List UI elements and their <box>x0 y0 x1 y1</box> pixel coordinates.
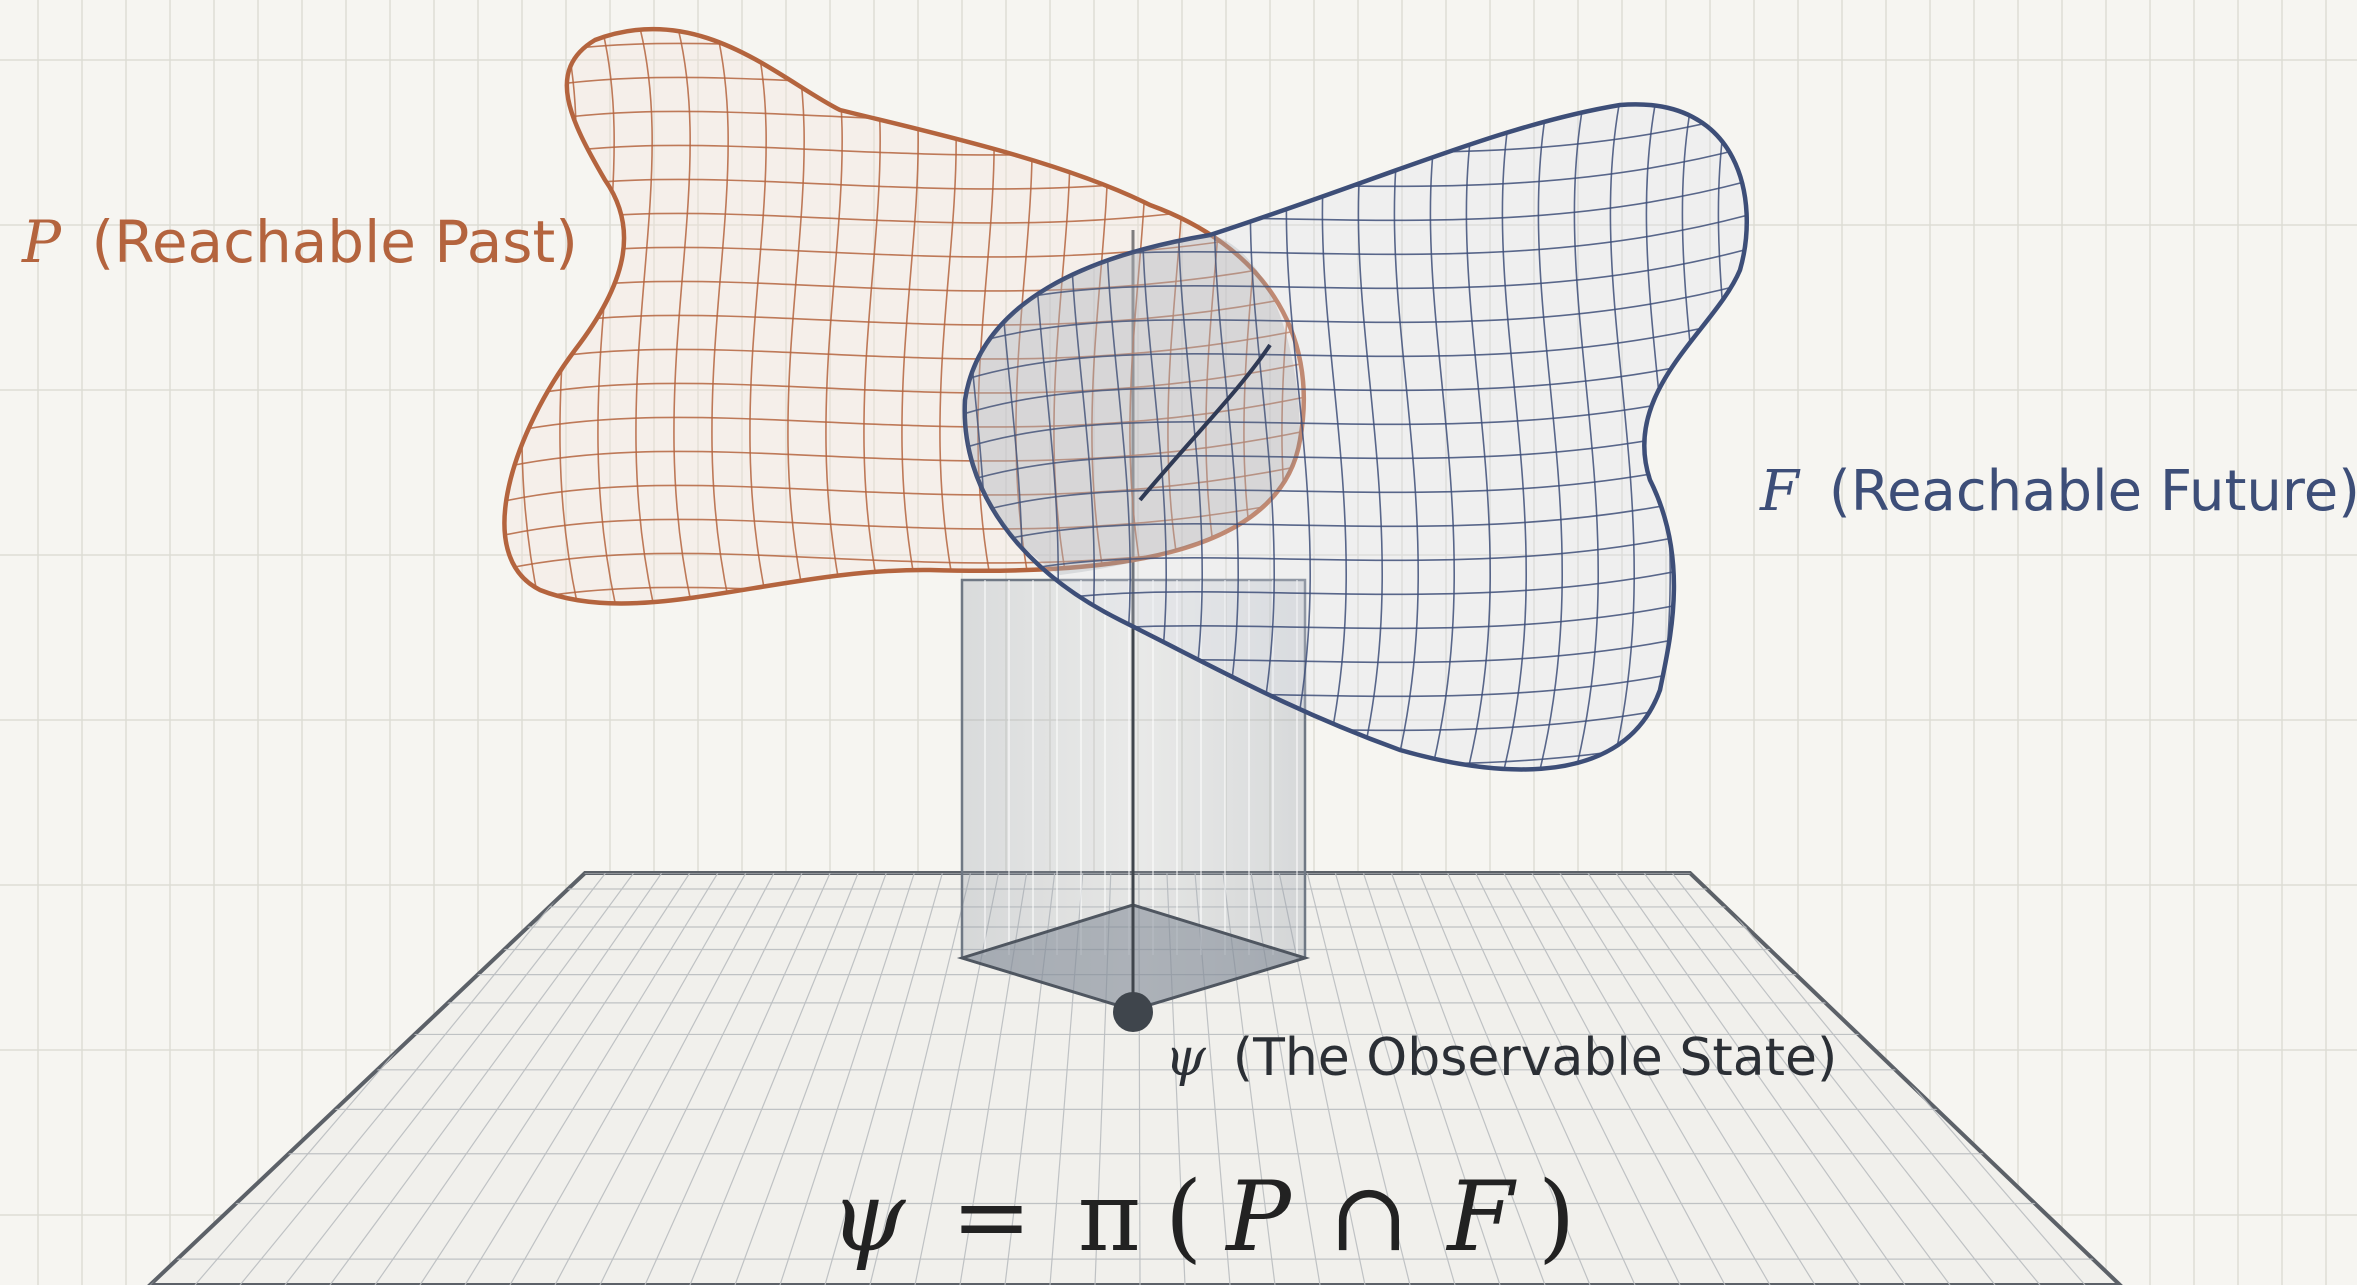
future-label: F (Reachable Future) <box>1759 459 2357 524</box>
future-set-mesh <box>964 104 1747 770</box>
prism-hatching <box>984 580 1298 955</box>
observable-state-point <box>1113 992 1153 1032</box>
intersection-seam <box>1138 343 1272 502</box>
future-set-surface <box>962 102 1749 772</box>
projection-equation: ψ = π ( P ∩ F ) <box>830 1161 1575 1273</box>
observable-state-label: ψ (The Observable State) <box>1165 1028 1837 1088</box>
projection-prism <box>956 230 1311 1012</box>
past-set-outline <box>502 26 1306 606</box>
intersection-region <box>964 235 1300 575</box>
past-label: P (Reachable Past) <box>21 208 578 276</box>
future-set-outline <box>962 102 1749 772</box>
